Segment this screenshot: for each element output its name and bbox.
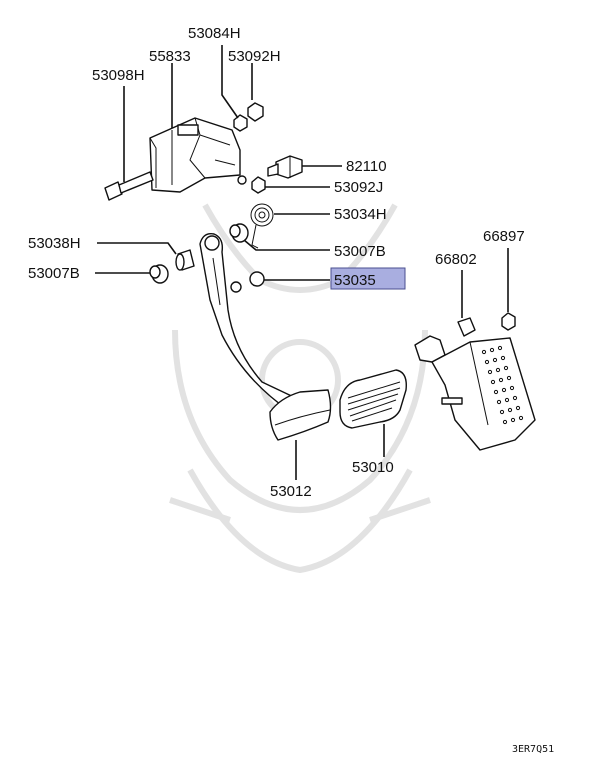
spring-53034h <box>250 203 274 249</box>
label-53007b-left[interactable]: 53007B <box>28 265 80 282</box>
pedal-bracket <box>149 117 247 193</box>
label-53034h[interactable]: 53034H <box>334 206 387 223</box>
leader-lines <box>95 45 509 480</box>
accelerator-pedal-66802 <box>414 317 536 451</box>
bolt-53098h <box>104 171 154 201</box>
pedal-arm-53012 <box>199 233 301 411</box>
stopper-53035 <box>249 271 265 287</box>
label-82110[interactable]: 82110 <box>346 158 387 175</box>
nut-66897 <box>501 312 516 331</box>
label-53012[interactable]: 53012 <box>270 483 312 500</box>
nut-53084h <box>233 114 248 132</box>
label-53007b-right[interactable]: 53007B <box>334 243 386 260</box>
brake-pad <box>269 389 332 441</box>
label-66802[interactable]: 66802 <box>435 251 477 268</box>
label-55833[interactable]: 55833 <box>149 48 191 65</box>
label-53035[interactable]: 53035 <box>334 272 376 289</box>
nut-53092h <box>247 102 264 122</box>
highlight-box <box>330 267 406 290</box>
label-53084h[interactable]: 53084H <box>188 25 241 42</box>
diagram-code: 3ER7Q51 <box>512 744 554 755</box>
label-53098h[interactable]: 53098H <box>92 67 145 84</box>
label-66897[interactable]: 66897 <box>483 228 525 245</box>
collar-53038h <box>175 249 195 271</box>
part-labels: 53084H 55833 53092H 53098H 82110 53092J … <box>28 25 554 755</box>
highlight-53035[interactable]: 53035 <box>330 267 406 290</box>
pedal-pad-53010 <box>339 369 407 429</box>
label-53038h[interactable]: 53038H <box>28 235 81 252</box>
bushing-53007b-right <box>229 223 249 243</box>
watermark-emblem <box>169 203 431 574</box>
label-53010[interactable]: 53010 <box>352 459 394 476</box>
nut-53092j <box>251 176 266 194</box>
switch-82110 <box>267 155 303 179</box>
bushing-53007b-left <box>149 264 169 284</box>
label-53092j[interactable]: 53092J <box>334 179 383 196</box>
label-53092h[interactable]: 53092H <box>228 48 281 65</box>
